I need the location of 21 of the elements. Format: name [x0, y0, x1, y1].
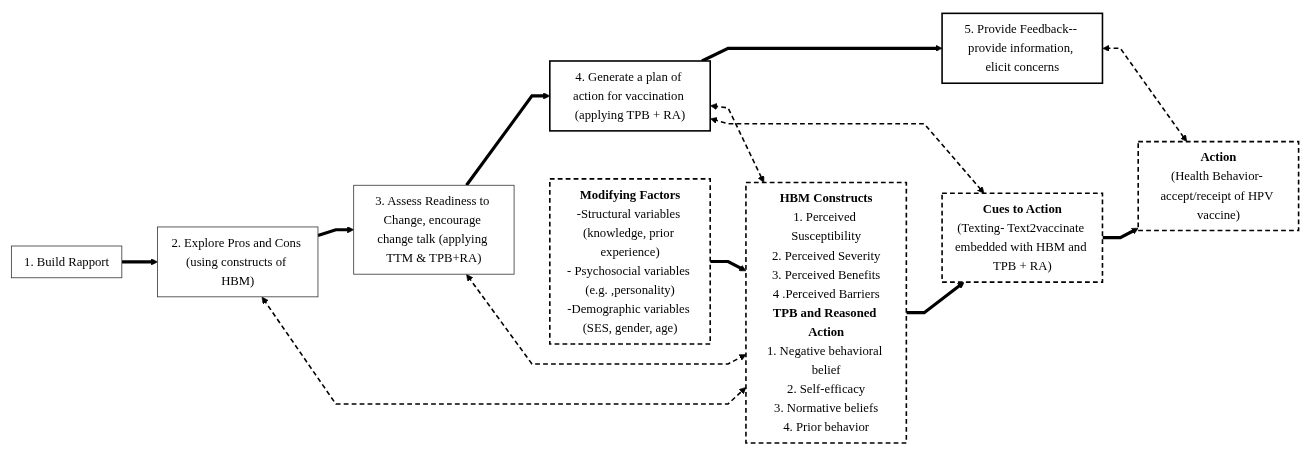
- arrow: [465, 274, 746, 366]
- arrow: [1102, 228, 1139, 240]
- arrow: [709, 103, 764, 184]
- node-box: Action (Health Behavior- accept/receipt of HPV vaccine): [1136, 141, 1299, 232]
- node-box: Cues to Action (Texting- Text2vaccinate embedded with HBM and TPB + RA): [940, 192, 1103, 284]
- arrow: [464, 92, 550, 187]
- arrow: [700, 45, 942, 63]
- arrow: [1102, 45, 1187, 143]
- arrow: [316, 226, 354, 238]
- arrow: [905, 282, 964, 315]
- node-box: 2. Explore Pros and Cons (using constructs of HBM): [156, 226, 318, 298]
- node-box: 3. Assess Readiness to Change, encourage change talk (applying TTM & TPB+RA): [352, 185, 514, 275]
- arrow: [709, 260, 746, 272]
- node-box: Modifying Factors -Structural variables (knowledge, prior experience) - Psychosocial variables (e.g. ,personality) -Demographic variables (SES, gender, age): [548, 178, 711, 346]
- node-box: 1. Build Rapport: [10, 245, 122, 279]
- arrow: [121, 258, 158, 266]
- arrow: [261, 297, 746, 406]
- arrow: [709, 117, 984, 194]
- node-box: HBM Constructs 1. Perceived Susceptibility 2. Perceived Severity 3. Perceived Benefits 4 .Perceived Barriers TPB and Reasoned Action 1. Negative behavioral belief 2. Self-efficacy 3. Normative beliefs 4. Prior behavior: [744, 182, 907, 445]
- node-box: 4. Generate a plan of action for vaccination (applying TPB + RA): [548, 60, 711, 133]
- node-box: 5. Provide Feedback-- provide information, elicit concerns: [940, 12, 1103, 85]
